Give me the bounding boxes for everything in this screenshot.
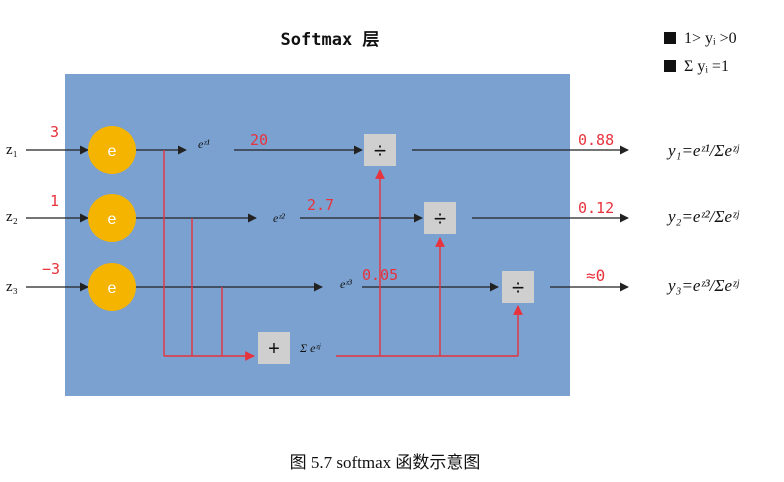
divide-box-1 [364, 134, 396, 166]
sum-input-paths [163, 150, 255, 361]
exp-node-3-label: e [108, 280, 117, 297]
legend-item-2: Σ yᵢ =1 [684, 58, 729, 75]
output-value-3: ≈0 [586, 266, 605, 285]
exp-label-2: eᶻ² [273, 211, 285, 225]
divide-box-3-symbol: ÷ [512, 275, 524, 300]
exp-node-3 [88, 263, 136, 311]
output-value-2: 0.12 [578, 199, 614, 217]
exp-value-2: 2.7 [307, 196, 334, 214]
divide-box-1-symbol: ÷ [374, 138, 386, 163]
input-label-z3: z₃ [6, 279, 18, 295]
exp-label-3: eᶻ³ [340, 277, 352, 291]
figure-caption: 图 5.7 softmax 函数示意图 [290, 453, 481, 472]
network-panel [65, 74, 570, 396]
sum-output-paths [336, 169, 523, 357]
input-value-z3: −3 [42, 260, 60, 278]
exp-label-1: eᶻ¹ [198, 137, 210, 151]
sum-box-symbol: + [268, 338, 280, 360]
formula-y3: y₃=eᶻ³/Σeᶻʲ [666, 276, 740, 295]
divide-box-3 [502, 271, 534, 303]
exp-value-1: 20 [250, 131, 268, 149]
input-value-z2: 1 [50, 192, 59, 210]
legend-item-1: 1> yᵢ >0 [684, 30, 737, 47]
sum-box [258, 332, 290, 364]
input-label-z1: z₁ [6, 142, 18, 158]
diagram-title: Softmax 层 [281, 30, 380, 50]
divide-box-2 [424, 202, 456, 234]
divide-box-2-symbol: ÷ [434, 206, 446, 231]
exp-node-2 [88, 194, 136, 242]
exp-node-2-label: e [108, 211, 117, 228]
input-value-z1: 3 [50, 123, 59, 141]
legend-marker-1 [664, 32, 676, 44]
output-value-1: 0.88 [578, 131, 614, 149]
input-label-z2: z₂ [6, 209, 18, 225]
formula-y2: y₂=eᶻ²/Σeᶻʲ [666, 207, 740, 226]
legend-marker-2 [664, 60, 676, 72]
sum-label: Σ eᶻʲ [299, 341, 321, 355]
formula-y1: y₁=eᶻ¹/Σeᶻʲ [666, 141, 740, 160]
exp-node-1 [88, 126, 136, 174]
exp-node-1-label: e [108, 143, 117, 160]
